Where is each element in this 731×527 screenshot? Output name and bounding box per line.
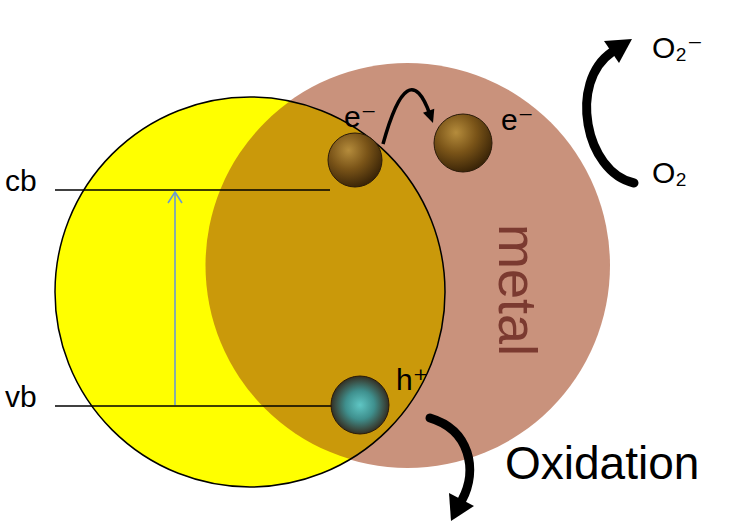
process-label: Oxidation xyxy=(505,440,699,486)
oxidation-arrow xyxy=(430,418,470,500)
hole-sphere: h⁺ xyxy=(330,375,390,435)
reduction-arrow xyxy=(587,52,634,183)
electron-sphere-shape xyxy=(327,132,383,188)
species-label: O₂ xyxy=(652,158,687,188)
reduction-arrowhead xyxy=(604,39,632,63)
oxidation-arrowhead xyxy=(449,493,474,521)
semiconductor-outline xyxy=(55,97,445,487)
band-label: cb xyxy=(5,166,37,196)
excitation-arrowhead xyxy=(168,192,182,203)
electron-sphere: e⁻ xyxy=(433,113,493,173)
band-label: vb xyxy=(5,382,37,412)
excitation-arrow xyxy=(174,192,176,405)
transfer-arrow xyxy=(383,90,434,144)
carrier-label: h⁺ xyxy=(396,365,429,395)
hole-sphere-shape xyxy=(330,375,390,435)
conduction-band-line xyxy=(55,189,330,191)
valence-band-line xyxy=(55,405,332,407)
electron-sphere-shape xyxy=(433,113,493,173)
charge-carrier-ball xyxy=(328,133,382,187)
transfer-curve xyxy=(383,90,430,144)
electron-sphere: e⁻ xyxy=(327,132,383,188)
carrier-label: e⁻ xyxy=(344,102,377,132)
species-label: O₂⁻ xyxy=(652,33,703,63)
charge-carrier-ball xyxy=(331,376,389,434)
region-label: metal xyxy=(491,224,545,356)
carrier-label: e⁻ xyxy=(501,105,534,135)
transfer-arrowhead xyxy=(423,109,434,123)
charge-carrier-ball xyxy=(434,114,492,172)
